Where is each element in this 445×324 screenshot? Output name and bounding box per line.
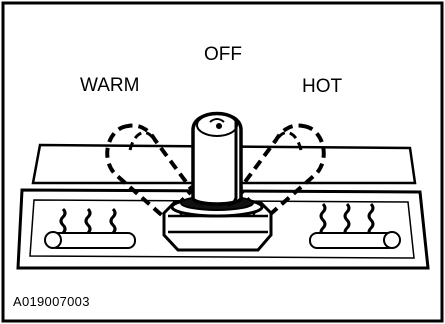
warm-heat-icon bbox=[44, 207, 136, 249]
off-label: OFF bbox=[204, 44, 242, 65]
hot-heat-icon bbox=[309, 202, 401, 249]
lever-off-position bbox=[191, 111, 243, 207]
lever-warm-position bbox=[105, 123, 195, 221]
figure-reference-code: A019007003 bbox=[13, 294, 90, 309]
lever-hot-position bbox=[236, 123, 326, 221]
warm-label: WARM bbox=[80, 75, 140, 96]
hot-label: HOT bbox=[302, 76, 343, 97]
